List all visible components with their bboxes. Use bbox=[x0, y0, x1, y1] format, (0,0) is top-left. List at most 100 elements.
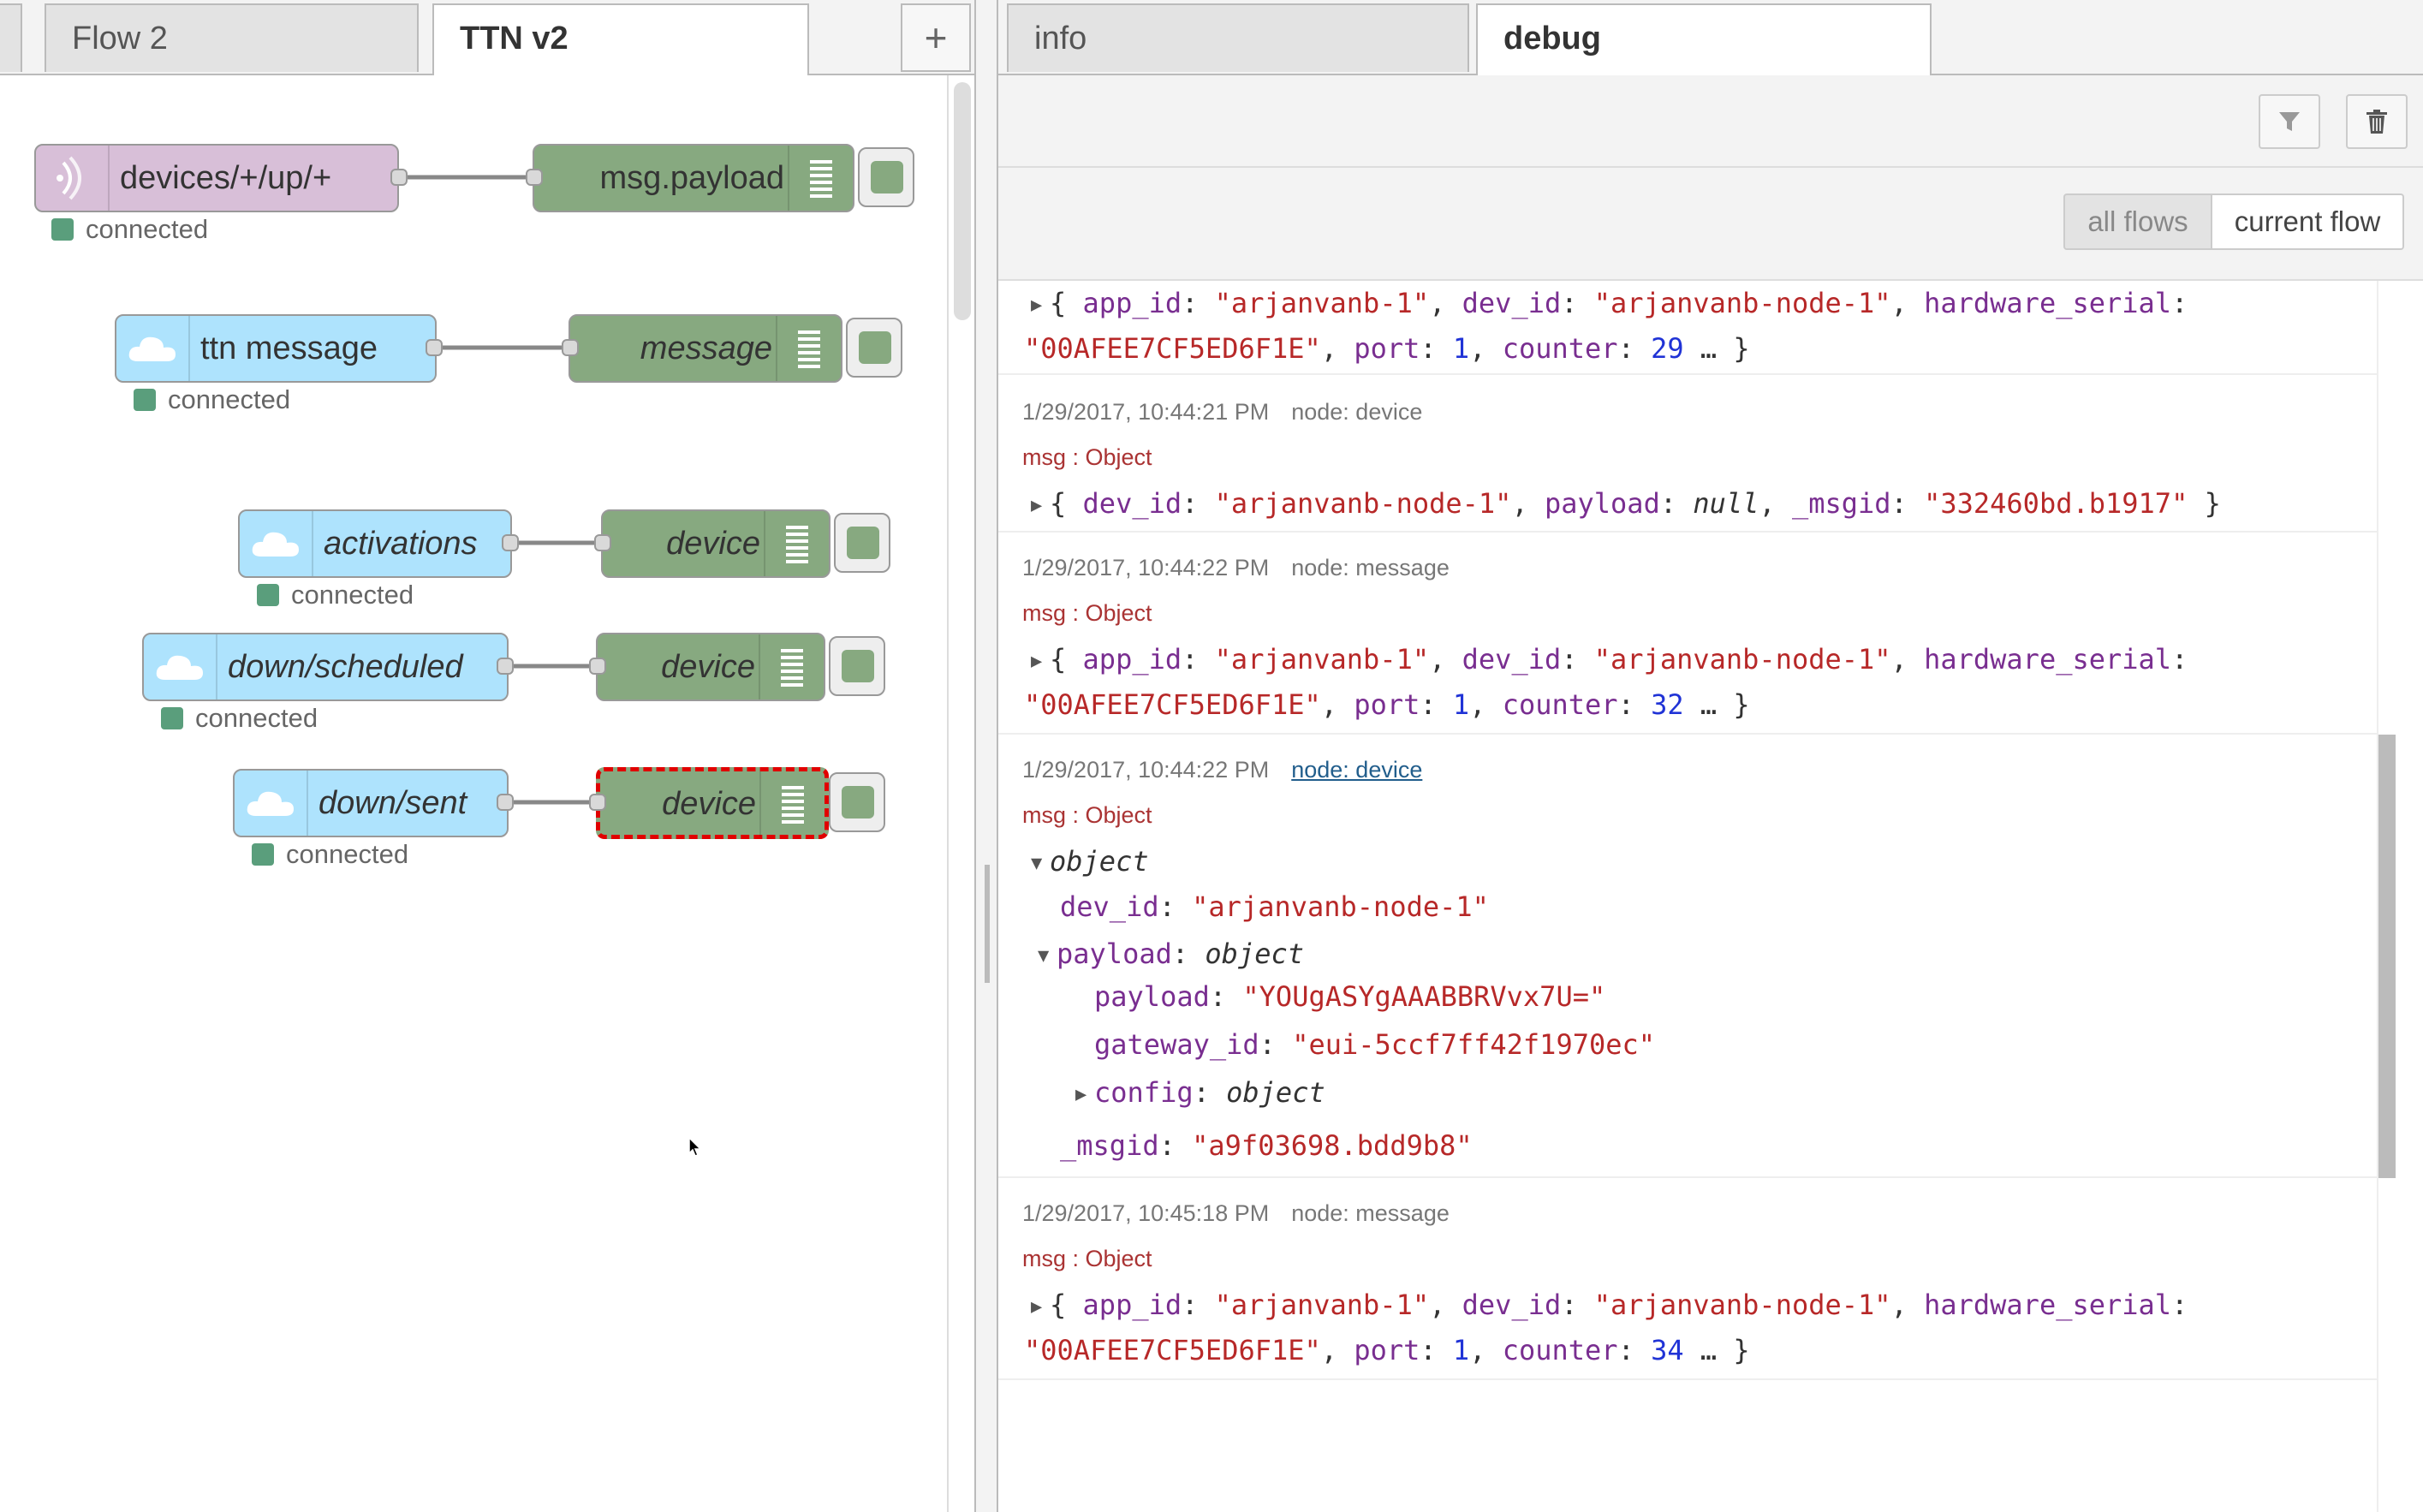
clear-debug-button[interactable] bbox=[2346, 94, 2408, 149]
message-time: 1/29/2017, 10:44:22 PM bbox=[1022, 555, 1270, 580]
ttn-activations-node[interactable]: activations bbox=[238, 509, 512, 578]
output-port[interactable] bbox=[426, 339, 443, 356]
input-port[interactable] bbox=[594, 534, 611, 551]
wires bbox=[397, 175, 604, 805]
ttn-down-scheduled-node[interactable]: down/scheduled bbox=[142, 633, 509, 701]
tab-debug[interactable]: debug bbox=[1476, 3, 1932, 75]
output-port[interactable] bbox=[497, 658, 514, 675]
message-node-link[interactable]: node: device bbox=[1291, 399, 1423, 425]
node-status: connected bbox=[252, 839, 408, 870]
node-status: connected bbox=[134, 384, 290, 415]
separator-grip[interactable] bbox=[985, 865, 990, 983]
ttn-down-sent-node[interactable]: down/sent bbox=[233, 769, 509, 837]
message-line[interactable]: ▶{ dev_id: "arjanvanb-node-1", payload: … bbox=[1031, 481, 2221, 527]
expand-triangle-icon[interactable]: ▶ bbox=[1031, 650, 1043, 672]
message-meta: 1/29/2017, 10:44:22 PM node: message bbox=[1022, 555, 1450, 581]
debug-node[interactable]: message bbox=[569, 314, 842, 383]
filter-button[interactable] bbox=[2259, 94, 2320, 149]
ttn-message-node[interactable]: ttn message bbox=[115, 314, 437, 383]
status-text: connected bbox=[286, 839, 409, 869]
expand-triangle-icon[interactable]: ▶ bbox=[1031, 294, 1043, 316]
all-flows-button[interactable]: all flows bbox=[2063, 193, 2212, 250]
message-time: 1/29/2017, 10:45:18 PM bbox=[1022, 1200, 1270, 1226]
debug-toggle-button[interactable] bbox=[829, 772, 885, 832]
node-label: msg.payload bbox=[599, 160, 784, 196]
debug-toolbar bbox=[998, 75, 2423, 168]
mouse-cursor-icon bbox=[688, 1136, 702, 1162]
cloud-icon bbox=[240, 511, 313, 576]
node-status: connected bbox=[161, 703, 318, 734]
cloud-icon bbox=[144, 634, 217, 699]
node-status: connected bbox=[257, 580, 414, 610]
input-port[interactable] bbox=[589, 794, 606, 811]
tree-root[interactable]: ▼object bbox=[1031, 839, 1149, 884]
input-port[interactable] bbox=[562, 339, 579, 356]
debug-toggle-button[interactable] bbox=[846, 318, 902, 378]
debug-filter-bar: all flows current flow bbox=[998, 168, 2423, 281]
node-label: down/scheduled bbox=[228, 649, 463, 685]
debug-node[interactable]: device bbox=[596, 633, 825, 701]
message-node-link[interactable]: node: message bbox=[1291, 1200, 1450, 1226]
debug-toggle-button[interactable] bbox=[858, 147, 914, 207]
tree-item-gateway-id: gateway_id: "eui-5ccf7ff42f1970ec" bbox=[1094, 1028, 1656, 1061]
message-node-link[interactable]: node: device bbox=[1291, 757, 1423, 783]
output-port[interactable] bbox=[502, 534, 519, 551]
sidebar-separator[interactable] bbox=[974, 0, 998, 1512]
output-port[interactable] bbox=[497, 794, 514, 811]
list-icon bbox=[776, 316, 841, 381]
status-dot bbox=[161, 707, 183, 729]
input-port[interactable] bbox=[589, 658, 606, 675]
tab-info[interactable]: info bbox=[1007, 3, 1469, 72]
mqtt-in-node[interactable]: devices/+/up/+ bbox=[34, 144, 399, 212]
list-icon bbox=[759, 771, 825, 836]
current-flow-button[interactable]: current flow bbox=[2211, 193, 2404, 250]
mqtt-icon bbox=[36, 146, 110, 211]
debug-node[interactable]: msg.payload bbox=[533, 144, 854, 212]
status-dot bbox=[257, 584, 279, 606]
tree-item-payload[interactable]: ▼payload: object bbox=[1038, 932, 1304, 977]
collapse-triangle-icon[interactable]: ▼ bbox=[1031, 852, 1043, 874]
flow-canvas[interactable]: devices/+/up/+ connected msg.payload ttn… bbox=[0, 75, 949, 1512]
message-line[interactable]: ▶{ app_id: "arjanvanb-1", dev_id: "arjan… bbox=[1031, 1283, 2188, 1328]
debug-node[interactable]: device bbox=[601, 509, 830, 578]
expand-triangle-icon[interactable]: ▶ bbox=[1031, 1295, 1043, 1318]
tab-ttn-v2[interactable]: TTN v2 bbox=[432, 3, 809, 75]
editor-scrollbar-thumb[interactable] bbox=[954, 82, 971, 320]
status-text: connected bbox=[291, 580, 414, 610]
tree-item-config[interactable]: ▶config: object bbox=[1075, 1070, 1325, 1116]
debug-toggle-button[interactable] bbox=[834, 513, 890, 573]
message-time: 1/29/2017, 10:44:22 PM bbox=[1022, 757, 1270, 783]
input-port[interactable] bbox=[526, 169, 543, 186]
tab-flow-2[interactable]: Flow 2 bbox=[45, 3, 419, 72]
collapse-triangle-icon[interactable]: ▼ bbox=[1038, 944, 1050, 967]
message-node-link[interactable]: node: message bbox=[1291, 555, 1450, 580]
debug-message: 1/29/2017, 10:45:18 PM node: message msg … bbox=[998, 1178, 2377, 1380]
debug-node-selected[interactable]: device bbox=[596, 767, 829, 839]
message-line: "00AFEE7CF5ED6F1E", port: 1, counter: 32… bbox=[1024, 688, 1750, 721]
expand-triangle-icon[interactable]: ▶ bbox=[1075, 1083, 1087, 1105]
message-topic: msg : Object bbox=[1022, 444, 1152, 470]
debug-messages: ▶{ app_id: "arjanvanb-1", dev_id: "arjan… bbox=[998, 281, 2377, 1512]
status-dot bbox=[134, 389, 156, 411]
add-tab-button[interactable]: + bbox=[901, 3, 971, 72]
status-text: connected bbox=[86, 214, 209, 244]
node-label: device bbox=[666, 526, 760, 562]
tree-item-msgid: _msgid: "a9f03698.bdd9b8" bbox=[1060, 1129, 1473, 1162]
tree-item-dev-id: dev_id: "arjanvanb-node-1" bbox=[1060, 890, 1489, 923]
trash-icon bbox=[2366, 110, 2387, 134]
tab-previous[interactable] bbox=[0, 3, 22, 72]
message-meta: 1/29/2017, 10:45:18 PM node: message bbox=[1022, 1200, 1450, 1227]
node-label: device bbox=[662, 786, 756, 822]
message-topic: msg : Object bbox=[1022, 1246, 1152, 1271]
expand-triangle-icon[interactable]: ▶ bbox=[1031, 494, 1043, 516]
message-line[interactable]: ▶{ app_id: "arjanvanb-1", dev_id: "arjan… bbox=[1031, 637, 2188, 682]
status-dot bbox=[51, 218, 74, 241]
debug-toggle-button[interactable] bbox=[829, 636, 885, 696]
message-line[interactable]: ▶{ app_id: "arjanvanb-1", dev_id: "arjan… bbox=[1031, 281, 2188, 326]
debug-scrollbar-thumb[interactable] bbox=[2378, 735, 2396, 1178]
output-port[interactable] bbox=[390, 169, 408, 186]
status-dot bbox=[252, 843, 274, 866]
